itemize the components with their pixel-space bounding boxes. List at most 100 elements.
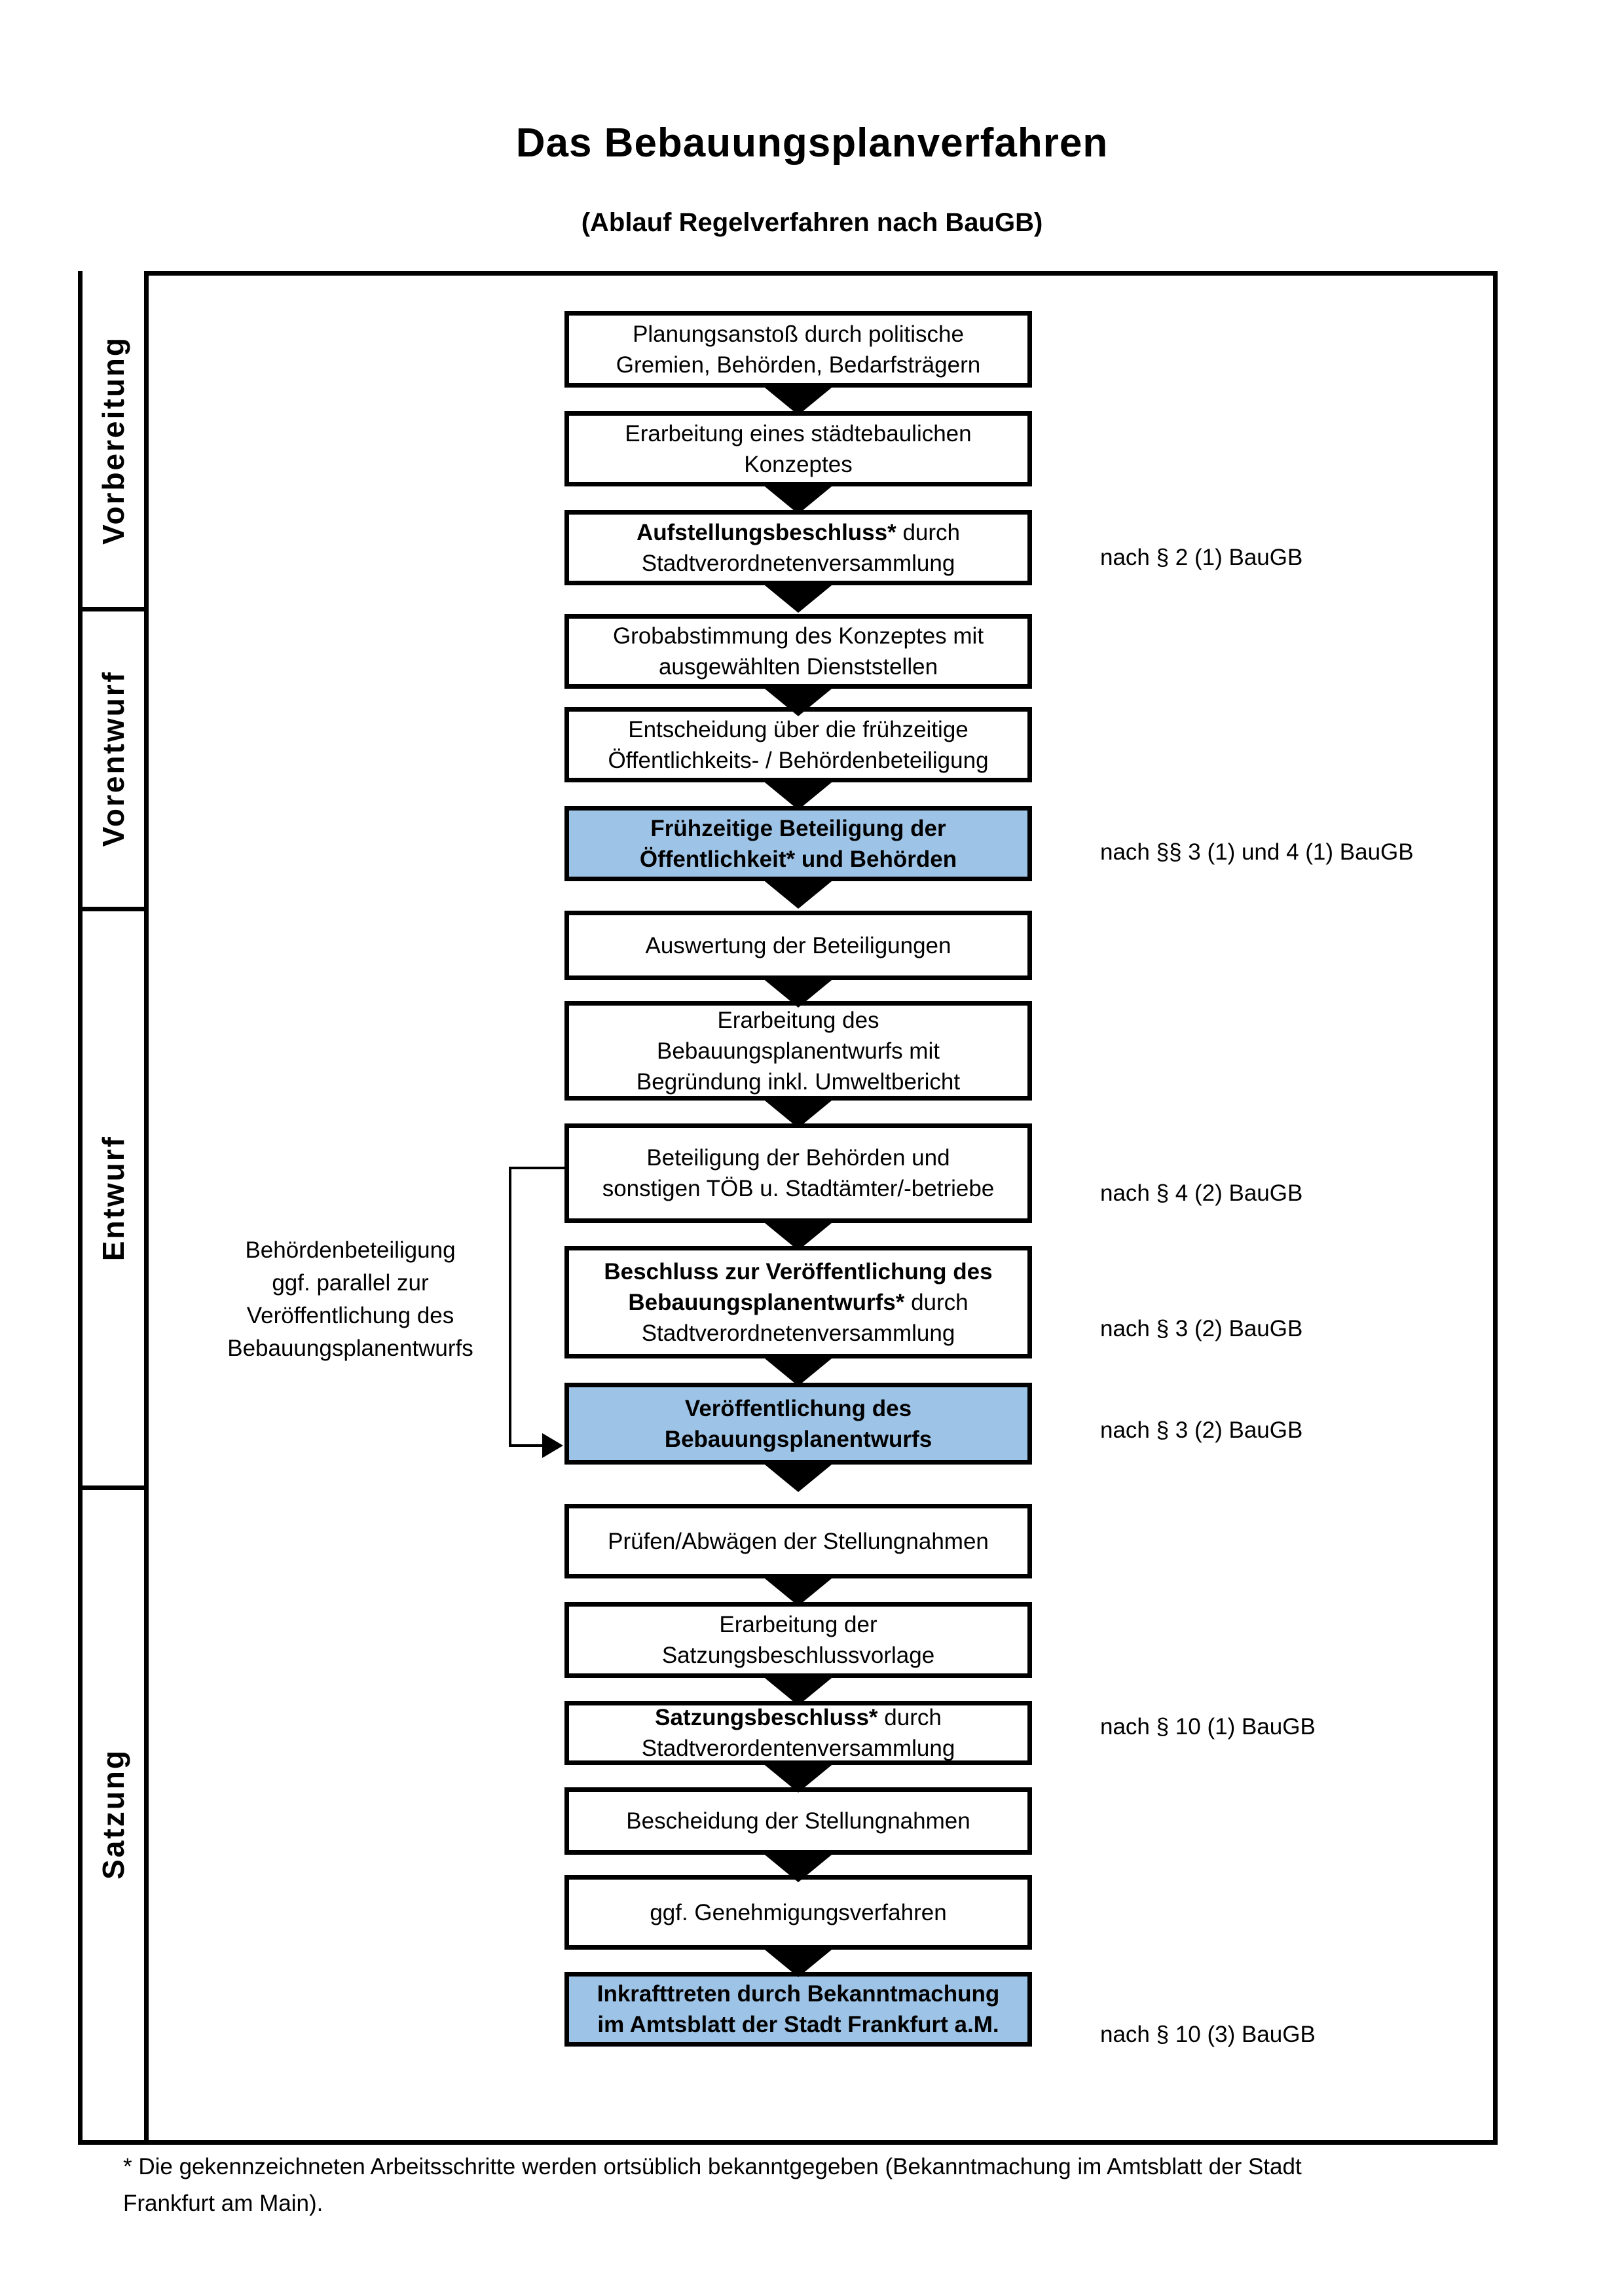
legal-reference: nach § 3 (2) BauGB	[1100, 1316, 1303, 1341]
flow-step-line: Bescheidung der Stellungnahmen	[626, 1806, 970, 1836]
phase-label-cell: Satzung	[83, 1487, 144, 2140]
phase-label-entwurf: Entwurf	[96, 1135, 130, 1262]
diagram-subtitle: (Ablauf Regelverfahren nach BauGB)	[581, 208, 1043, 237]
flow-step-text: Bebauungsplanentwurfs*	[628, 1289, 905, 1315]
flow-step-text: ggf. Genehmigungsverfahren	[650, 1899, 947, 1925]
flow-step-text: durch	[904, 1289, 969, 1315]
flow-step-text: Erarbeitung des	[717, 1007, 879, 1033]
flow-step-line: Satzungsbeschluss* durch	[655, 1702, 942, 1733]
flow-arrow-down-icon	[762, 385, 835, 415]
flow-step-text: Erarbeitung der	[719, 1612, 877, 1637]
connector-bottom-segment	[509, 1444, 545, 1447]
flow-step-line: Öffentlichkeit* und Behörden	[640, 844, 957, 875]
flow-step-text: Grobabstimmung des Konzeptes mit	[612, 623, 984, 649]
phase-label-vorentwurf: Vorentwurf	[96, 670, 130, 847]
phase-divider-line	[83, 1485, 144, 1490]
flow-step-text: Inkrafttreten	[597, 1981, 731, 2007]
legal-reference: nach § 10 (3) BauGB	[1100, 2022, 1316, 2047]
flow-step-line: Konzeptes	[744, 449, 852, 480]
flow-step-line: ausgewählten Dienststellen	[659, 651, 938, 682]
footnote: * Die gekennzeichneten Arbeitsschritte w…	[123, 2149, 1531, 2222]
parallel-note-line: Behördenbeteiligung	[245, 1237, 456, 1263]
flow-arrow-down-icon	[762, 1762, 835, 1793]
phase-label-cell: Vorbereitung	[83, 271, 144, 609]
flow-step-box: Prüfen/Abwägen der Stellungnahmen	[564, 1504, 1032, 1578]
flow-arrow-down-icon	[762, 1852, 835, 1882]
flow-step-text: Stadtverordentenversammlung	[641, 1736, 955, 1761]
flow-step-text: Öffentlichkeits- / Behördenbeteiligung	[608, 747, 989, 773]
legal-reference: nach §§ 3 (1) und 4 (1) BauGB	[1100, 839, 1414, 865]
flow-arrow-down-icon	[762, 1220, 835, 1250]
flow-step-text: Konzeptes	[744, 451, 853, 477]
flow-step-line: Bebauungsplanentwurfs* durch	[628, 1287, 968, 1318]
footnote-line: Frankfurt am Main).	[123, 2191, 323, 2216]
flow-arrow-down-icon	[762, 1675, 835, 1705]
flow-step-text: Auswertung der Beteiligungen	[645, 932, 951, 958]
flow-arrow-down-icon	[762, 1462, 835, 1492]
legal-reference: nach § 10 (1) BauGB	[1100, 1714, 1316, 1740]
flow-step-text: Gremien, Behörden, Bedarfsträgern	[616, 352, 981, 378]
legal-reference: nach § 2 (1) BauGB	[1100, 545, 1303, 570]
flow-arrow-down-icon	[762, 686, 835, 716]
flow-step-text: Bebauungsplanentwurfs mit	[657, 1038, 940, 1064]
flow-step-box: ggf. Genehmigungsverfahren	[564, 1875, 1032, 1950]
flow-step-box: Bescheidung der Stellungnahmen	[564, 1787, 1032, 1855]
flow-step-text: Veröffentlichung des	[684, 1395, 912, 1421]
legal-reference: nach § 4 (2) BauGB	[1100, 1180, 1303, 1206]
flow-step-text: Bebauungsplanentwurfs	[664, 1426, 932, 1452]
flow-step-line: Grobabstimmung des Konzeptes mit	[613, 621, 984, 651]
flow-arrow-down-icon	[762, 1576, 835, 1606]
flow-step-line: Prüfen/Abwägen der Stellungnahmen	[608, 1526, 989, 1557]
flow-step-line: Planungsanstoß durch politische	[633, 319, 964, 350]
flow-step-line: Erarbeitung eines städtebaulichen	[625, 418, 971, 449]
connector-top-segment	[509, 1167, 564, 1169]
phase-divider-line	[83, 907, 144, 911]
flow-step-text: ausgewählten Dienststellen	[658, 654, 938, 680]
flow-step-line: Veröffentlichung des	[685, 1393, 912, 1424]
flow-step-text: Stadtverordnetenversammlung	[641, 550, 955, 576]
flow-step-text: Planungsanstoß durch politische	[633, 321, 964, 347]
flow-step-text: im Amtsblatt der Stadt Frankfurt a.M.	[597, 2012, 999, 2037]
phase-label-cell: Entwurf	[83, 909, 144, 1487]
parallel-note-line: ggf. parallel zur	[272, 1270, 429, 1296]
flow-step-line: Bebauungsplanentwurfs mit	[657, 1036, 940, 1066]
flow-step-line: im Amtsblatt der Stadt Frankfurt a.M.	[597, 2009, 999, 2040]
phase-label-cell: Vorentwurf	[83, 609, 144, 909]
flow-step-text: Beteiligung der Behörden und	[646, 1145, 950, 1171]
flow-step-line: Erarbeitung des	[717, 1005, 879, 1036]
flow-arrow-down-icon	[762, 1947, 835, 1977]
flow-step-line: ggf. Genehmigungsverfahren	[650, 1897, 946, 1928]
flow-step-line: Gremien, Behörden, Bedarfsträgern	[616, 350, 980, 380]
flow-arrow-down-icon	[762, 1098, 835, 1128]
flow-step-box: Inkrafttreten durch Bekanntmachung im Amt…	[564, 1972, 1032, 2047]
flow-step-text: Erarbeitung eines städtebaulichen	[625, 420, 972, 446]
diagram-title: Das Bebauungsplanverfahren	[515, 120, 1109, 166]
flow-step-text: Entscheidung über die frühzeitige	[628, 716, 969, 742]
flow-step-line: Öffentlichkeits- / Behördenbeteiligung	[608, 745, 988, 776]
connector-vertical-segment	[509, 1167, 511, 1447]
phase-label-vorbereitung: Vorbereitung	[96, 335, 130, 545]
flow-step-line: sonstigen TÖB u. Stadtämter/-betriebe	[602, 1173, 995, 1204]
footnote-line: * Die gekennzeichneten Arbeitsschritte w…	[123, 2154, 1302, 2179]
flow-step-text: Begründung inkl. Umweltbericht	[636, 1068, 961, 1095]
flow-step-line: Stadtverordnetenversammlung	[642, 548, 955, 579]
flow-step-text: Beschluss zur Veröffentlichung des	[604, 1258, 993, 1285]
flow-step-line: Auswertung der Beteiligungen	[646, 930, 951, 961]
flow-step-text: durch Bekanntmachung	[730, 1981, 1000, 2007]
parallel-note-line: Veröffentlichung des	[246, 1303, 454, 1328]
flow-step-text: Stadtverordnetenversammlung	[641, 1320, 955, 1346]
flow-step-text: sonstigen TÖB u. Stadtämter/-betriebe	[602, 1176, 995, 1201]
flow-step-line: Entscheidung über die frühzeitige	[628, 714, 969, 745]
flow-step-line: Aufstellungsbeschluss* durch	[637, 517, 960, 548]
flow-step-line: Stadtverordentenversammlung	[642, 1733, 955, 1764]
